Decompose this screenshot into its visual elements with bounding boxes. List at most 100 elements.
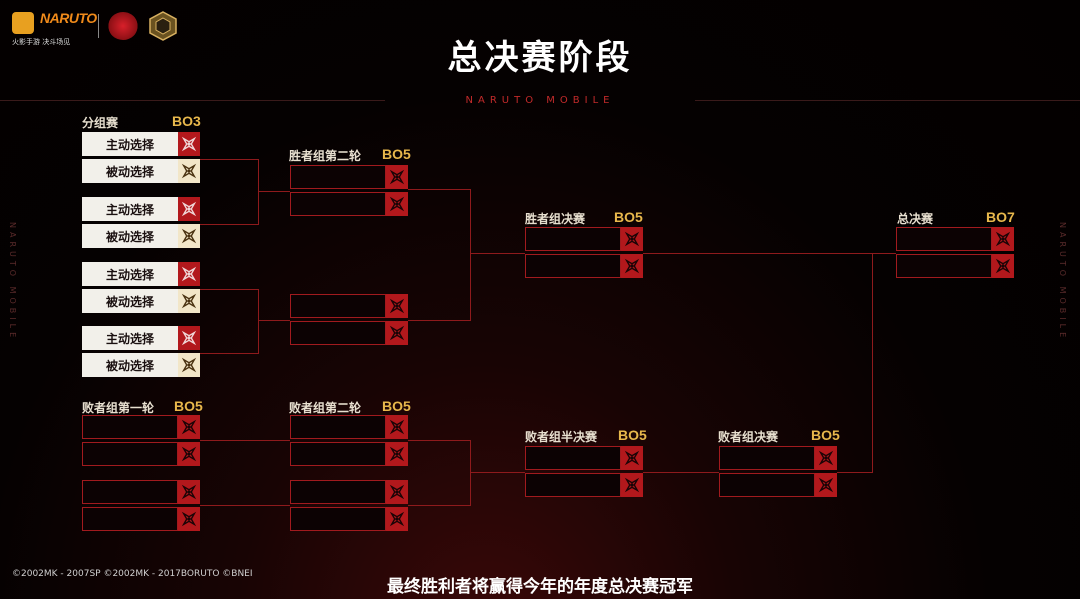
slot-bar [290, 507, 386, 531]
slot-bar [82, 415, 178, 439]
losers-r2-label: 败者组第二轮 [289, 401, 362, 415]
losers-r1-slot [82, 480, 200, 504]
grand-final-slot [896, 254, 1014, 278]
losers-final-bo: BO5 [811, 427, 840, 443]
grand-final-bo: BO7 [986, 209, 1015, 225]
shuriken-icon [178, 262, 200, 286]
shuriken-icon [992, 254, 1014, 278]
logo-slogan: 火影手游 决斗场见 [12, 38, 71, 46]
slot-label: 被动选择 [105, 165, 154, 179]
slot-bar [525, 446, 621, 470]
shuriken-icon [386, 442, 408, 466]
group-stage-label: 分组赛 [82, 116, 119, 130]
slot-bar [290, 192, 386, 216]
slot-label: 主动选择 [105, 332, 154, 346]
shuriken-icon [178, 442, 200, 466]
slot-bar [525, 473, 621, 497]
winners-final-bo: BO5 [614, 209, 643, 225]
bracket-connector [408, 189, 470, 190]
slot-bar: 主动选择 [82, 197, 178, 221]
slot-bar [290, 480, 386, 504]
shuriken-icon [621, 446, 643, 470]
bracket-connector [643, 472, 719, 473]
grand-final-slot [896, 227, 1014, 251]
slot-bar [525, 254, 621, 278]
shuriken-icon [178, 197, 200, 221]
bracket-connector [258, 191, 290, 192]
side-text-right: NARUTO MOBILE [1058, 222, 1067, 342]
losers-semi-bo: BO5 [618, 427, 647, 443]
bracket-connector [470, 472, 525, 473]
bracket-connector [200, 353, 258, 354]
slot-bar [719, 446, 815, 470]
losers-semi-label: 败者组半决赛 [525, 430, 598, 444]
shuriken-icon [992, 227, 1014, 251]
bracket-connector [837, 472, 872, 473]
subtitle-caption: 最终胜利者将赢得今年的年度总决赛冠军 [387, 577, 693, 597]
shuriken-icon [386, 294, 408, 318]
page-subtitle: NARUTO MOBILE [465, 95, 615, 106]
group-stage-slot: 被动选择 [82, 224, 200, 248]
shuriken-icon [178, 159, 200, 183]
slot-bar [290, 165, 386, 189]
winners-final-label: 胜者组决赛 [525, 212, 586, 226]
game-logo-icon [12, 12, 34, 34]
bracket-connector [258, 320, 290, 321]
winners-r2-label: 胜者组第二轮 [289, 149, 362, 163]
emblem-icon [148, 11, 178, 41]
slot-bar: 主动选择 [82, 132, 178, 156]
shuriken-icon [386, 415, 408, 439]
winners-final-slot [525, 254, 643, 278]
shuriken-icon [178, 326, 200, 350]
slot-bar: 主动选择 [82, 262, 178, 286]
bracket-connector [470, 440, 471, 506]
shuriken-icon [815, 473, 837, 497]
winners-r2-slot [290, 165, 408, 189]
bracket-connector [258, 159, 259, 225]
slot-label: 被动选择 [105, 295, 154, 309]
losers-r2-slot [290, 480, 408, 504]
losers-r1-bo: BO5 [174, 398, 203, 414]
losers-semi-slot [525, 473, 643, 497]
tournament-logo-icon [108, 12, 138, 40]
bracket-connector [200, 159, 258, 160]
copyright-text: ©2002MK - 2007SP ©2002MK - 2017BORUTO ©B… [12, 569, 253, 579]
slot-label: 被动选择 [105, 359, 154, 373]
shuriken-icon [178, 415, 200, 439]
bracket-connector [872, 253, 896, 254]
slot-bar [82, 480, 178, 504]
shuriken-icon [178, 353, 200, 377]
shuriken-icon [621, 227, 643, 251]
shuriken-icon [386, 480, 408, 504]
winners-r2-bo: BO5 [382, 146, 411, 162]
slot-bar [719, 473, 815, 497]
shuriken-icon [178, 507, 200, 531]
shuriken-icon [815, 446, 837, 470]
winners-final-slot [525, 227, 643, 251]
slot-bar [290, 294, 386, 318]
group-stage-bo: BO3 [172, 113, 201, 129]
shuriken-icon [178, 132, 200, 156]
group-stage-slot: 主动选择 [82, 326, 200, 350]
losers-r2-slot [290, 415, 408, 439]
bracket-connector [200, 505, 290, 506]
side-text-left: NARUTO MOBILE [8, 222, 17, 342]
slot-label: 主动选择 [105, 268, 154, 282]
header-rule-left [0, 100, 385, 101]
slot-bar [290, 442, 386, 466]
losers-r2-bo: BO5 [382, 398, 411, 414]
losers-r1-label: 败者组第一轮 [82, 401, 155, 415]
slot-bar: 被动选择 [82, 289, 178, 313]
group-stage-slot: 被动选择 [82, 159, 200, 183]
losers-final-slot [719, 473, 837, 497]
shuriken-icon [621, 473, 643, 497]
slot-bar: 主动选择 [82, 326, 178, 350]
bracket-connector [643, 253, 896, 254]
bracket-connector [408, 440, 470, 441]
group-stage-slot: 主动选择 [82, 197, 200, 221]
losers-r1-slot [82, 507, 200, 531]
bracket-connector [200, 224, 258, 225]
shuriken-icon [386, 321, 408, 345]
shuriken-icon [386, 165, 408, 189]
slot-bar: 被动选择 [82, 159, 178, 183]
